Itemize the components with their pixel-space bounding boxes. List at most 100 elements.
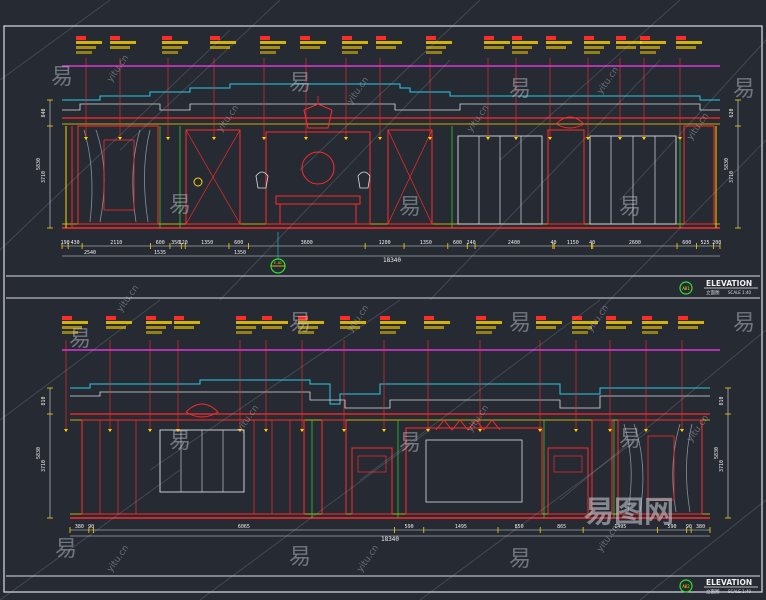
lower-width-label: 850: [515, 524, 524, 530]
upper-width-label: 3600: [301, 240, 313, 246]
lower-width-label: 865: [557, 524, 566, 530]
watermark-domain: yitu.cn: [595, 65, 621, 96]
lower-cabinet-left: [351, 447, 393, 515]
upper-leader-arrow: [166, 137, 170, 140]
watermark-glyph: 易: [55, 537, 77, 562]
lower-width-label: 590: [405, 524, 414, 530]
upper-tag: [162, 36, 188, 54]
upper-width-label: 600: [453, 240, 462, 246]
lower-height-label: 3710: [41, 460, 47, 472]
upper-console-table: [275, 195, 361, 205]
watermark-domain: yitu.cn: [685, 111, 711, 142]
upper-width-label: 2600: [629, 240, 641, 246]
watermark-glyph: 易: [169, 429, 191, 454]
upper-subtotal-label: 1350: [234, 250, 246, 256]
upper-tag: [426, 36, 452, 54]
upper-subtotal-label: 1535: [154, 250, 166, 256]
upper-width-label: 120: [179, 240, 188, 246]
upper-vase-left: [255, 171, 269, 189]
upper-leader-arrow: [212, 137, 216, 140]
upper-leader-arrow: [344, 137, 348, 140]
upper-green-guides: [159, 126, 681, 228]
upper-leader-arrow: [304, 137, 308, 140]
upper-tag: [300, 36, 326, 49]
lower-leader-lines: [64, 340, 684, 432]
lower-width-label: 590: [668, 524, 677, 530]
lower-tag: [298, 316, 324, 334]
watermark-stroke: [149, 299, 401, 471]
watermark-glyph: 易: [509, 311, 531, 336]
lower-chandelier-left: [185, 403, 219, 418]
upper-tag: [616, 36, 642, 49]
watermark-stroke: [0, 0, 111, 81]
watermark-stroke: [0, 299, 161, 421]
watermark-stroke: [359, 299, 601, 481]
lower-leader-arrow: [108, 429, 112, 432]
upper-leader-arrow: [586, 137, 590, 140]
upper-right-bay: [683, 125, 715, 225]
lower-subtitle: 立面图: [706, 588, 720, 595]
lower-tag: [340, 316, 366, 329]
lower-width-label: 6065: [238, 524, 250, 530]
watermark-stroke: [219, 59, 451, 301]
lower-left-panel-divisions: [99, 420, 291, 514]
watermark-domain: yitu.cn: [345, 75, 371, 106]
upper-pendant-lantern: [303, 103, 333, 129]
watermark-glyph: 易: [399, 431, 421, 456]
upper-door-panel-left-cross: [185, 129, 241, 225]
watermark-stroke: [419, 429, 651, 600]
upper-ceiling-profile: [62, 83, 720, 101]
lower-leader-arrow: [538, 429, 542, 432]
upper-width-label: 40: [589, 240, 595, 246]
lower-title: ELEVATION: [706, 578, 752, 587]
lower-leader-arrow: [264, 429, 268, 432]
upper-height-label: 840: [41, 108, 47, 117]
upper-width-label: 200: [712, 240, 721, 246]
watermark-stroke: [499, 0, 681, 161]
watermark-domain: yitu.cn: [465, 403, 491, 434]
upper-tag: [376, 36, 402, 49]
lower-leader-arrow: [426, 429, 430, 432]
upper-leader-arrow: [378, 137, 382, 140]
watermark-glyph: 易: [733, 77, 755, 102]
lower-title-bubble: [679, 579, 693, 593]
lower-tv-screen: [425, 439, 523, 503]
watermark-stroke: [619, 39, 766, 201]
lower-leader-arrow: [148, 429, 152, 432]
lower-height-label: 810: [719, 396, 725, 405]
upper-width-label: 600: [156, 240, 165, 246]
lower-leader-arrow: [64, 429, 68, 432]
upper-width-label: 525: [700, 240, 709, 246]
watermark-domain: yitu.cn: [105, 543, 131, 574]
lower-leader-arrow: [644, 429, 648, 432]
upper-leader-lines: [84, 58, 682, 140]
upper-width-label: 1350: [201, 240, 213, 246]
upper-tag: [76, 36, 102, 54]
lower-leader-arrow: [300, 429, 304, 432]
watermark-logo: 易图网: [584, 495, 674, 530]
upper-width-label: 600: [682, 240, 691, 246]
upper-central-niche: [265, 131, 371, 225]
upper-leader-arrow: [118, 137, 122, 140]
lower-leader-arrow: [238, 429, 242, 432]
watermark-glyph: 易: [619, 195, 641, 220]
upper-section-marker-label: E-01: [274, 261, 282, 265]
lower-height-label: 5830: [714, 447, 720, 459]
upper-vase-right: [357, 171, 371, 189]
lower-height-label: 3710: [719, 460, 725, 472]
lower-pilaster-right: [591, 419, 613, 515]
watermark-glyph: 易: [289, 311, 311, 336]
watermark-domain: yitu.cn: [235, 403, 261, 434]
upper-width-label: 2400: [508, 240, 520, 246]
upper-leader-arrow: [84, 137, 88, 140]
upper-width-label: 430: [71, 240, 80, 246]
lower-width-label: 90: [686, 524, 692, 530]
upper-height-label: 3710: [41, 171, 47, 183]
upper-left-curtain: [83, 129, 151, 223]
lower-width-label: 380: [75, 524, 84, 530]
upper-width-label: 1350: [420, 240, 432, 246]
lower-tag: [146, 316, 172, 334]
lower-tag: [262, 316, 288, 329]
lower-tag: [678, 316, 704, 329]
